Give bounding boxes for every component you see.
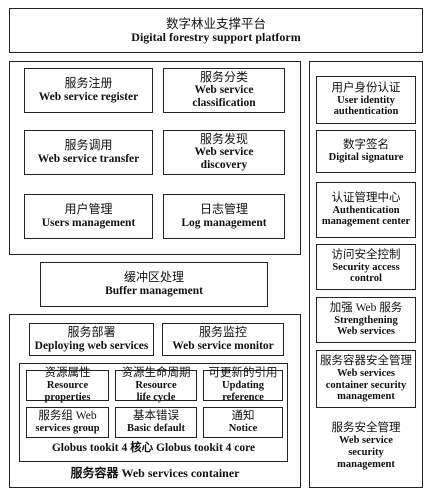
user-identity-en2: authentication [333,106,399,118]
updating-reference-en2: reference [222,391,264,403]
basic-default-en: Basic default [126,423,186,435]
resource-properties-en1: Resource [46,380,89,392]
updating-reference-en1: Updating [221,380,264,392]
resource-lifecycle-en1: Resource [135,380,177,392]
service-transfer-en: Web service transfer [37,152,140,165]
strengthening-en2: Web services [336,326,396,338]
service-security-en1: Web service [339,435,393,447]
container-security-en3: management [337,391,395,403]
users-management-en: Users management [41,216,136,229]
container-security-zh: 服务容器安全管理 [320,354,412,367]
access-control-box: 访问安全控制 Security access control [316,244,416,290]
service-transfer-zh: 服务调用 [64,138,113,153]
user-identity-en1: User identity [337,94,395,106]
service-monitor-en: Web service monitor [172,339,274,352]
resource-properties-en2: properties [44,391,91,403]
resource-properties-zh: 资源属性 [44,367,91,380]
updating-reference-zh: 可更新的引用 [208,367,278,380]
platform-title-zh: 数字林业支撑平台 [165,16,266,31]
log-management-box: 日志管理 Log management [163,194,285,239]
services-container-label: 服务容器 Web services container [70,466,240,480]
digital-signature-box: 数字签名 Digital signature [316,130,416,173]
buffer-management-en: Buffer management [105,284,203,297]
resource-lifecycle-en2: life cycle [136,391,176,403]
services-group-box: 服务组 Web services group [26,407,109,438]
basic-default-zh: 基本错误 [133,410,179,423]
service-discovery-en1: Web service [194,146,254,159]
resource-properties-box: 资源属性 Resource properties [26,367,109,403]
service-transfer-box: 服务调用 Web service transfer [24,130,153,175]
deploying-services-en: Deploying web services [34,339,149,352]
service-security-zh: 服务安全管理 [331,422,401,434]
service-classification-zh: 服务分类 [199,69,248,84]
user-identity-box: 用户身份认证 User identity authentication [316,76,416,124]
resource-lifecycle-box: 资源生命周期 Resource life cycle [115,367,197,403]
strengthening-zh: 加强 Web 服务 [329,301,403,314]
service-register-box: 服务注册 Web service register [24,68,153,113]
globus-core-label: Globus tookit 4 核心 Globus tookit 4 core [51,442,256,454]
access-control-en2: control [350,273,382,285]
service-discovery-zh: 服务发现 [199,131,248,146]
strengthening-en1: Strengthening [334,314,398,326]
auth-center-box: 认证管理中心 Authentication management center [316,182,416,238]
service-classification-en2: classification [192,97,256,110]
service-monitor-box: 服务监控 Web service monitor [162,323,284,356]
service-discovery-box: 服务发现 Web service discovery [163,130,285,175]
auth-center-zh: 认证管理中心 [331,191,401,204]
service-discovery-en2: discovery [200,159,248,172]
service-security-en3: management [337,459,395,471]
access-control-zh: 访问安全控制 [331,248,401,261]
notice-zh: 通知 [231,410,255,423]
services-group-en: services group [35,423,100,435]
log-management-zh: 日志管理 [199,202,248,217]
user-identity-zh: 用户身份认证 [331,81,401,94]
deploying-services-zh: 服务部署 [67,325,116,340]
service-register-en: Web service register [38,90,139,103]
basic-default-box: 基本错误 Basic default [115,407,197,438]
notice-box: 通知 Notice [203,407,283,438]
service-classification-en1: Web service [194,84,254,97]
notice-en: Notice [228,423,258,435]
updating-reference-box: 可更新的引用 Updating reference [203,367,283,403]
buffer-management-zh: 缓冲区处理 [123,270,184,285]
service-classification-box: 服务分类 Web service classification [163,68,285,113]
auth-center-en2: management center [321,216,411,228]
auth-center-en1: Authentication [332,204,400,216]
users-management-zh: 用户管理 [64,202,113,217]
platform-banner: 数字林业支撑平台 Digital forestry support platfo… [9,8,423,53]
container-security-en2: container security [325,379,407,391]
resource-lifecycle-zh: 资源生命周期 [121,367,191,380]
users-management-box: 用户管理 Users management [24,194,153,239]
services-group-zh: 服务组 Web [38,410,97,423]
platform-title-en: Digital forestry support platform [131,29,301,44]
service-monitor-zh: 服务监控 [198,325,247,340]
deploying-services-box: 服务部署 Deploying web services [29,323,154,356]
service-security-label: 服务安全管理 Web service security management [309,422,423,471]
strengthening-box: 加强 Web 服务 Strengthening Web services [316,297,416,343]
buffer-management-box: 缓冲区处理 Buffer management [40,262,268,307]
digital-signature-en: Digital signature [328,152,404,164]
container-security-en1: Web services [336,367,396,379]
access-control-en1: Security access [332,261,400,273]
service-security-en2: security [348,447,384,459]
digital-signature-zh: 数字签名 [343,139,389,152]
log-management-en: Log management [181,216,267,229]
service-register-zh: 服务注册 [64,76,113,91]
container-security-box: 服务容器安全管理 Web services container security… [316,350,416,408]
